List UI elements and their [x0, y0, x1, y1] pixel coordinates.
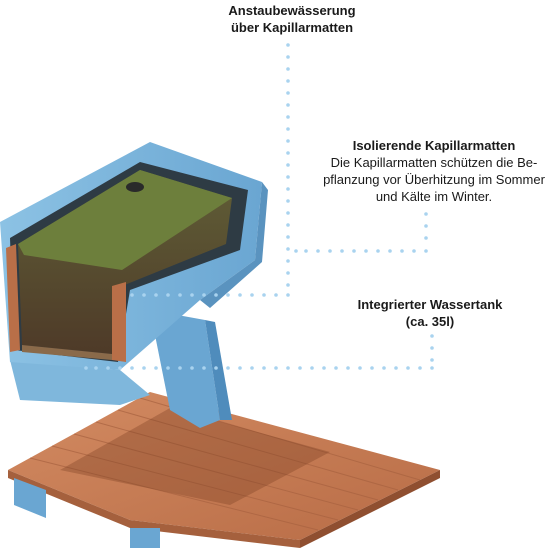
callout-title-line: Integrierter Wassertank — [357, 297, 503, 312]
leader-wassertank — [84, 334, 434, 370]
callout-title-line: Anstaubewässerung — [228, 3, 356, 18]
callout-description-line: pflanzung vor Überhitzung im Sommer — [323, 172, 545, 187]
callout-description-line: Die Kapillarmatten schützen die Be- — [330, 155, 538, 170]
wooden-deck — [8, 392, 440, 548]
callout-anstaubewaesserung: Anstaubewässerung über Kapillarmatten — [202, 2, 382, 36]
leader-anstaubewaesserung — [130, 43, 290, 297]
callout-title-line: über Kapillarmatten — [230, 20, 354, 35]
leader-kapillarmatten — [294, 212, 428, 253]
callout-title: Isolierende Kapillarmatten — [352, 138, 516, 153]
callout-leaders — [84, 43, 434, 370]
callout-isolierende-kapillarmatten: Isolierende Kapillarmatten Die Kapillarm… — [318, 137, 550, 205]
callout-description-line: und Kälte im Winter. — [375, 189, 493, 204]
planter-stand — [10, 310, 232, 428]
callout-wassertank: Integrierter Wassertank (ca. 35l) — [330, 296, 530, 330]
planter-box — [0, 142, 268, 370]
callout-title-line: (ca. 35l) — [405, 314, 455, 329]
